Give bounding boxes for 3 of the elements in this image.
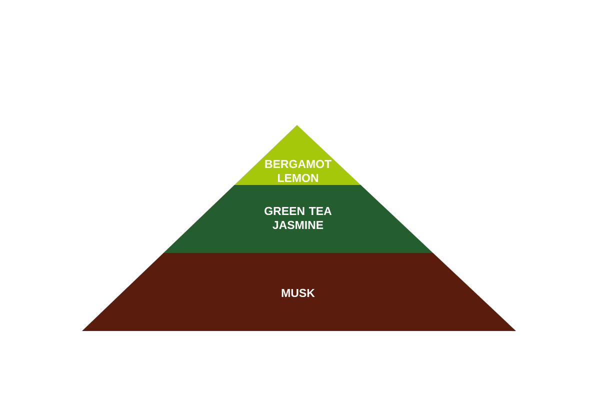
pyramid-tier: GREEN TEA JASMINE bbox=[163, 185, 434, 253]
pyramid-tier: BERGAMOT LEMON bbox=[234, 125, 361, 185]
pyramid-tier: MUSK bbox=[82, 253, 516, 331]
